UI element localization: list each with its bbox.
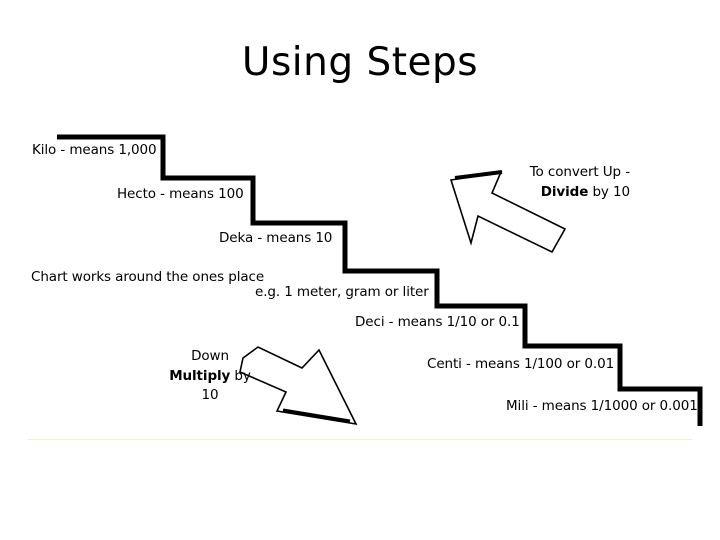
callout-down-line3: 10 xyxy=(201,387,219,404)
callout-convert-up: To convert Up - Divide by 10 xyxy=(455,163,630,202)
page-title: Using Steps xyxy=(241,40,479,85)
step-label-deka: Deka - means 10 xyxy=(219,230,333,246)
callout-up-byten: by 10 xyxy=(588,183,630,200)
footer-divider xyxy=(28,439,692,440)
step-label-kilo: Kilo - means 1,000 xyxy=(32,142,157,158)
step-label-hecto: Hecto - means 100 xyxy=(117,186,244,202)
callout-down-multiply: Multiply xyxy=(169,367,231,384)
callout-down-line1: Down xyxy=(191,348,229,364)
callout-up-divide: Divide xyxy=(540,183,589,200)
callout-down-by: by xyxy=(230,367,251,384)
step-label-centi: Centi - means 1/100 or 0.01 xyxy=(427,356,615,372)
convert-down-arrow-icon xyxy=(239,346,358,426)
callout-up-line2: Divide by 10 xyxy=(455,183,630,203)
convert-up-arrow-icon xyxy=(449,170,567,254)
callout-down-line2: Multiply by xyxy=(160,367,260,387)
chart-note: Chart works around the ones place xyxy=(31,269,265,285)
step-label-base-unit: e.g. 1 meter, gram or liter xyxy=(255,284,429,300)
step-label-mili: Mili - means 1/1000 or 0.001 xyxy=(506,398,698,414)
callout-up-line1: To convert Up - xyxy=(529,164,630,180)
step-label-deci: Deci - means 1/10 or 0.1 xyxy=(355,314,520,330)
staircase-path xyxy=(57,134,703,426)
callout-convert-down: Down Multiply by 10 xyxy=(160,347,260,406)
